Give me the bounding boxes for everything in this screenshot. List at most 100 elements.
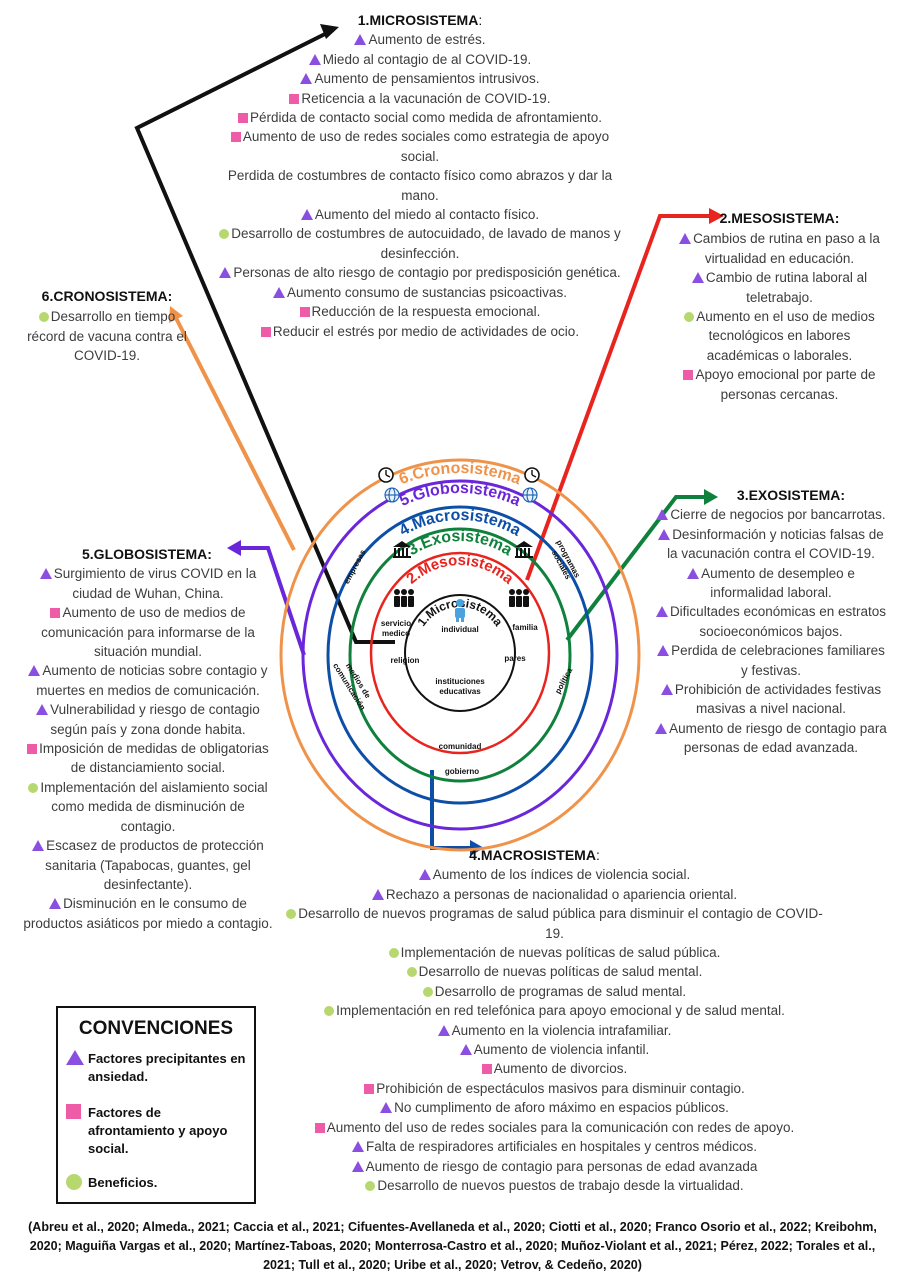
bank-icon [515, 541, 533, 558]
arrowhead-cronosistema [169, 306, 183, 323]
circle-icon [38, 312, 49, 323]
circle-icon [219, 229, 230, 240]
item-text: Desarrollo de programas de salud mental. [434, 983, 687, 999]
triangle-icon [273, 286, 286, 298]
list-item: Aumento de divorcios. [282, 1059, 827, 1078]
references: (Abreu et al., 2020; Almeda., 2021; Cacc… [28, 1220, 877, 1272]
square-icon [260, 326, 271, 337]
triangle-icon [49, 898, 62, 910]
arrow-cronosistema [174, 317, 296, 551]
triangle-icon [380, 1102, 393, 1114]
triangle-icon [352, 1141, 365, 1153]
arrowhead-globosistema [227, 540, 241, 556]
item-text: Aumento de riesgo de contagio para perso… [669, 720, 887, 756]
square-icon [27, 744, 38, 755]
item-text: Falta de respiradores artificiales en ho… [366, 1139, 757, 1155]
list-item: Desarrollo de programas de salud mental. [282, 982, 827, 1001]
list-item: Apoyo emocional por parte de personas ce… [672, 365, 887, 404]
item-text: Escasez de productos de protección sanit… [45, 838, 264, 892]
ring-cronosistema [279, 458, 641, 852]
arrow-globosistema [238, 546, 306, 656]
clock-icon [378, 467, 394, 483]
circle-icon [286, 909, 297, 920]
label-familia: familia [512, 623, 538, 632]
list-item: Vulnerabilidad y riesgo de contagio segú… [22, 700, 274, 739]
ring-exosistema [348, 527, 572, 783]
macrosistema-block: 4.MACROSISTEMA: Aumento de los índices d… [282, 846, 827, 1195]
circle-icon [28, 782, 39, 793]
ring-title-crono: 6.Cronosistema [397, 460, 523, 488]
item-text: Aumento de desempleo e informalidad labo… [701, 565, 855, 601]
triangle-icon [691, 272, 704, 284]
globe-icon [522, 487, 538, 503]
list-item: Dificultades económicas en estratos soci… [655, 602, 887, 641]
circle-icon [684, 312, 695, 323]
list-item: Pérdida de contacto social como medida d… [210, 108, 630, 127]
item-text: Aumento de riesgo de contagio para perso… [365, 1158, 758, 1174]
microsistema-title: 1.MICROSISTEMA: [357, 12, 483, 28]
list-item: Aumento en el uso de medios tecnológicos… [672, 307, 887, 365]
item-text: Prohibición de espectáculos masivos para… [376, 1080, 745, 1096]
list-item: Cierre de negocios por bancarrotas. [655, 505, 887, 524]
clock-icon [524, 467, 540, 483]
item-text: Aumento consumo de sustancias psicoactiv… [287, 284, 567, 300]
item-text: Vulnerabilidad y riesgo de contagio segú… [50, 702, 260, 737]
item-text: Desarrollo en tiempo récord de vacuna co… [27, 309, 187, 364]
item-text: Aumento de estrés. [368, 32, 486, 48]
triangle-icon [354, 34, 367, 46]
globosistema-title: 5.GLOBOSISTEMA: [82, 546, 212, 562]
ring-title-globo: 5.Globosistema [397, 480, 523, 510]
list-item: Prohibición de espectáculos masivos para… [282, 1079, 827, 1098]
label-individual: individual [441, 625, 478, 634]
label-comunidad: comunidad [439, 742, 482, 751]
list-item: No cumplimento de aforo máximo en espaci… [282, 1098, 827, 1117]
list-item: Implementación del aislamiento social co… [22, 778, 274, 836]
ring-microsistema [404, 594, 516, 712]
triangle-icon [219, 267, 232, 279]
triangle-icon [655, 722, 668, 734]
item-text: Cambio de rutina laboral al teletrabajo. [705, 270, 868, 305]
item-text: Rechazo a personas de nacionalidad o apa… [385, 886, 738, 902]
label-servicio: servicio [381, 619, 411, 628]
item-text: Implementación del aislamiento social co… [40, 779, 268, 834]
circle-icon [388, 948, 399, 959]
triangle-icon [459, 1044, 472, 1056]
triangle-icon [660, 684, 673, 696]
list-item: Reducir el estrés por medio de actividad… [210, 322, 630, 341]
list-item: Imposición de medidas de obligatorias de… [22, 739, 274, 778]
item-text: Aumento en la violencia intrafamiliar. [451, 1022, 672, 1038]
list-item: Aumento en la violencia intrafamiliar. [282, 1021, 827, 1040]
list-item: Desinformación y noticias falsas de la v… [655, 525, 887, 564]
ring-globosistema [301, 479, 619, 831]
exosistema-block: 3.EXOSISTEMA: Cierre de negocios por ban… [655, 486, 887, 758]
triangle-icon [308, 53, 321, 65]
item-text: Desarrollo de nuevos programas de salud … [298, 906, 823, 941]
bank-icon [393, 541, 411, 558]
arrowhead-mesosistema [709, 208, 724, 224]
item-text: Aumento de divorcios. [493, 1061, 628, 1077]
item-text: Aumento de pensamientos intrusivos. [314, 71, 540, 87]
triangle-icon [437, 1024, 450, 1036]
label-religion: religion [391, 656, 420, 665]
circle-icon [422, 986, 433, 997]
triangle-icon [658, 528, 671, 540]
label-medico: medico [382, 629, 410, 638]
item-text: Aumento de uso de redes sociales como es… [242, 129, 610, 164]
item-text: Prohibición de actividades festivas masi… [674, 682, 882, 717]
triangle-icon [300, 73, 313, 85]
group-icon [394, 589, 414, 607]
list-item: Aumento de estrés. [210, 30, 630, 49]
label-educativas: educativas [439, 687, 481, 696]
item-text: Surgimiento de virus COVID en la ciudad … [53, 566, 257, 601]
square-icon [364, 1083, 375, 1094]
cronosistema-block: 6.CRONOSISTEMA: Desarrollo en tiempo réc… [22, 287, 192, 366]
item-text: Miedo al contagio de al COVID-19. [322, 51, 532, 67]
square-icon [683, 370, 694, 381]
ring-mesosistema [369, 551, 551, 755]
person-icon [455, 599, 465, 622]
group-icon [509, 589, 529, 607]
list-item: Desarrollo en tiempo récord de vacuna co… [22, 307, 192, 365]
list-item: Desarrollo de nuevas políticas de salud … [282, 962, 827, 981]
list-item: Aumento consumo de sustancias psicoactiv… [210, 283, 630, 302]
item-text: Implementación de nuevas políticas de sa… [400, 945, 721, 961]
